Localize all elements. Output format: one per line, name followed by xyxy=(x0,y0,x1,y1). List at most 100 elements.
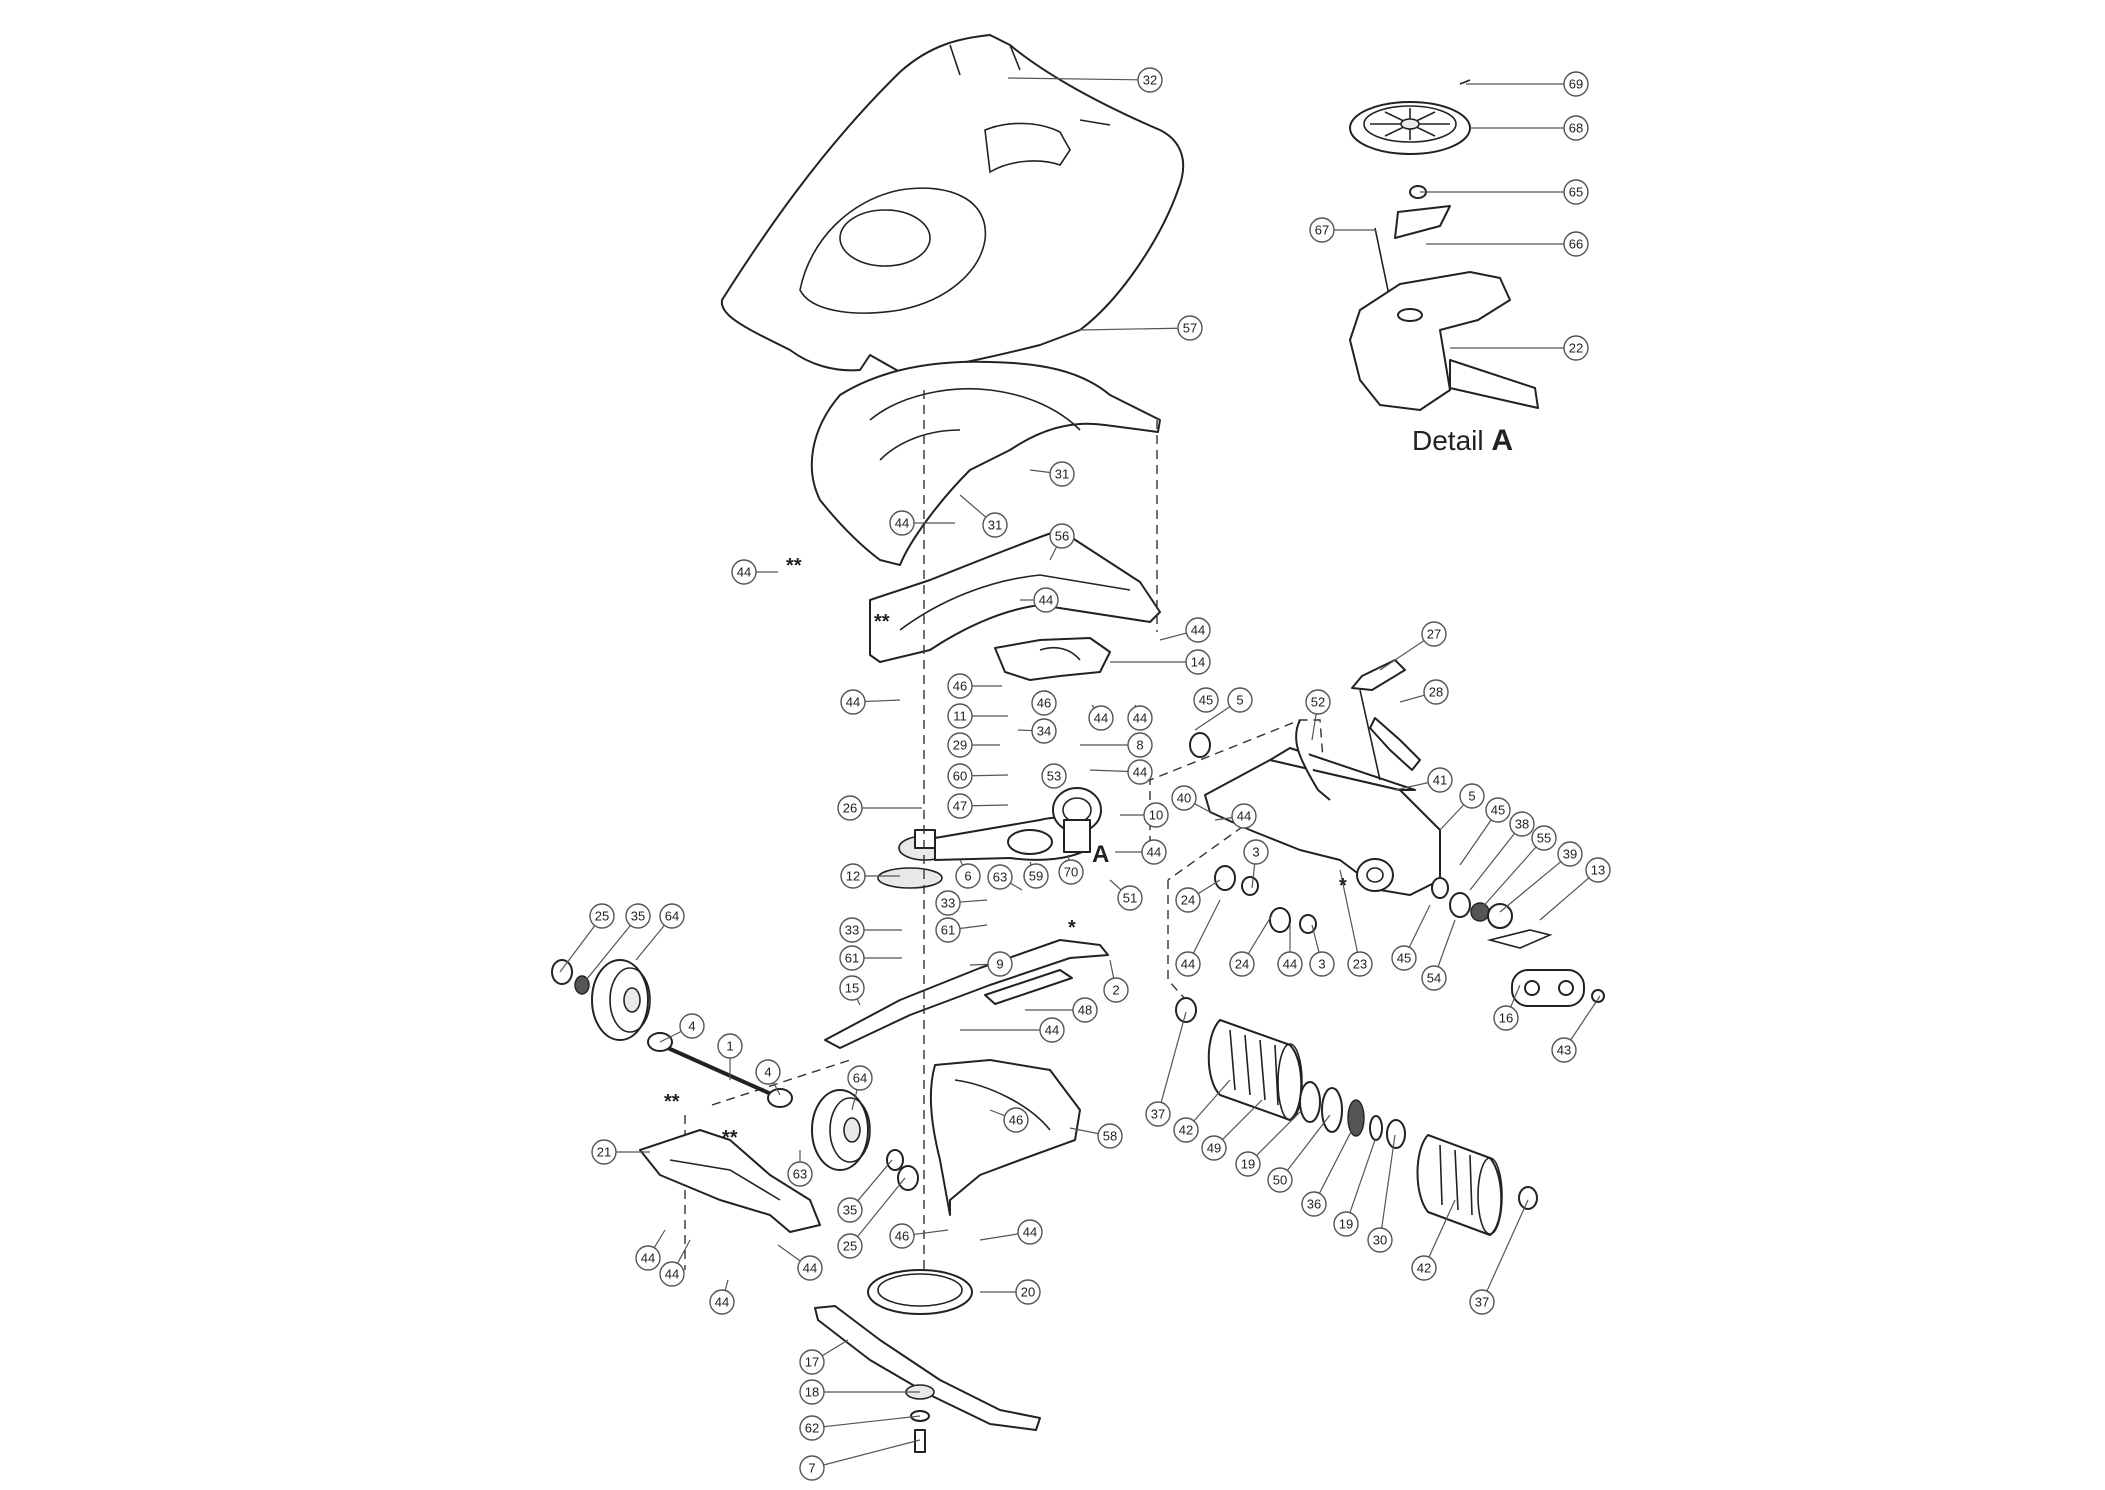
handle-link-part xyxy=(824,939,1109,1049)
callout-bubble xyxy=(1421,965,1447,991)
part-callout-40: 40 xyxy=(1171,785,1211,813)
callout-number: 47 xyxy=(953,799,967,814)
callout-leader-line xyxy=(821,1339,849,1357)
part-callout-20: 20 xyxy=(980,1279,1041,1305)
callout-number: 61 xyxy=(845,951,859,966)
callout-bubble xyxy=(837,1233,863,1259)
callout-bubble xyxy=(1175,887,1201,913)
callout-bubble xyxy=(1309,951,1335,977)
callout-leader-line xyxy=(913,1229,949,1236)
callout-bubble xyxy=(1243,839,1269,865)
callout-number: 24 xyxy=(1235,957,1249,972)
callout-bubble xyxy=(1267,1167,1293,1193)
callout-bubble xyxy=(1421,621,1447,647)
part-callout-67: 67 xyxy=(1309,217,1376,243)
callout-number: 44 xyxy=(1094,711,1108,726)
detail-label-letter: A xyxy=(1491,424,1514,457)
callout-bubble xyxy=(1003,1107,1029,1133)
callout-leader-line xyxy=(1339,869,1359,953)
part-callout-61: 61 xyxy=(935,917,988,943)
callout-leader-line xyxy=(1408,904,1431,948)
callout-leader-line xyxy=(969,963,989,966)
callout-bubble xyxy=(1023,863,1049,889)
part-callout-60: 60 xyxy=(947,763,1009,789)
callout-leader-line xyxy=(1439,804,1465,831)
callout-bubble xyxy=(1563,115,1589,141)
callout-number: 42 xyxy=(1417,1261,1431,1276)
callout-leader-line xyxy=(581,924,631,986)
callout-leader-line xyxy=(1570,995,1601,1041)
callout-leader-line xyxy=(1311,924,1320,953)
callout-bubble xyxy=(799,1349,825,1375)
callout-number: 57 xyxy=(1183,321,1197,336)
callout-bubble xyxy=(982,512,1008,538)
double-star-mark: ** xyxy=(722,1127,738,1149)
callout-number: 60 xyxy=(953,769,967,784)
part-callout-65: 65 xyxy=(1420,179,1589,205)
callout-leader-line xyxy=(773,1082,781,1096)
callout-number: 44 xyxy=(1133,711,1147,726)
callout-number: 50 xyxy=(1273,1173,1287,1188)
callout-number: 13 xyxy=(1591,863,1605,878)
callout-number: 49 xyxy=(1207,1141,1221,1156)
callout-number: 48 xyxy=(1078,1003,1092,1018)
callout-number: 16 xyxy=(1499,1011,1513,1026)
callout-leader-line xyxy=(1510,984,1521,1008)
callout-leader-line xyxy=(959,924,988,930)
callout-number: 10 xyxy=(1149,808,1163,823)
callout-bubble xyxy=(625,903,651,929)
callout-bubble xyxy=(1088,705,1114,731)
callout-bubble xyxy=(947,703,973,729)
callout-bubble xyxy=(1185,617,1211,643)
part-callout-6: 6 xyxy=(955,859,981,889)
part-callout-45: 45 xyxy=(1391,904,1431,971)
callout-number: 46 xyxy=(1009,1113,1023,1128)
part-callout-51: 51 xyxy=(1109,879,1143,911)
callout-bubble xyxy=(837,795,863,821)
part-callout-62: 62 xyxy=(799,1415,921,1441)
callout-bubble xyxy=(1423,679,1449,705)
callout-number: 65 xyxy=(1569,185,1583,200)
callout-leader-line xyxy=(1479,846,1537,911)
callout-bubble xyxy=(1469,1289,1495,1315)
callout-bubble xyxy=(1049,461,1075,487)
part-callout-42: 42 xyxy=(1173,1079,1231,1143)
callout-bubble xyxy=(1531,825,1557,851)
part-callout-3: 3 xyxy=(1309,924,1335,977)
callout-leader-line xyxy=(1399,694,1425,703)
part-callout-18: 18 xyxy=(799,1379,920,1405)
part-callout-29: 29 xyxy=(947,732,1000,758)
part-callout-56: 56 xyxy=(1049,523,1075,561)
callout-bubble xyxy=(1127,705,1153,731)
callout-bubble xyxy=(1227,687,1253,713)
part-callout-24: 24 xyxy=(1175,879,1221,913)
callout-leader-line xyxy=(1381,1134,1396,1229)
part-callout-23: 23 xyxy=(1339,869,1373,977)
callout-bubble xyxy=(1097,1123,1123,1149)
callout-bubble xyxy=(1229,951,1255,977)
callout-bubble xyxy=(591,1139,617,1165)
callout-number: 22 xyxy=(1569,341,1583,356)
callout-leader-line xyxy=(1197,879,1221,895)
part-callout-31: 31 xyxy=(959,494,1008,538)
part-callout-48: 48 xyxy=(1025,997,1098,1023)
callout-number: 70 xyxy=(1064,865,1078,880)
callout-leader-line xyxy=(1222,1099,1263,1140)
callout-number: 38 xyxy=(1515,817,1529,832)
callout-number: 40 xyxy=(1177,791,1191,806)
callout-bubble xyxy=(1305,689,1331,715)
callout-bubble xyxy=(1201,1135,1227,1161)
callout-leader-line xyxy=(856,998,861,1006)
part-callout-44: 44 xyxy=(659,1239,691,1287)
callout-number: 34 xyxy=(1037,724,1051,739)
callout-number: 44 xyxy=(641,1251,655,1266)
callout-bubble xyxy=(1171,785,1197,811)
callout-leader-line xyxy=(1194,803,1211,813)
callout-bubble xyxy=(1333,1211,1359,1237)
callout-bubble xyxy=(1485,797,1511,823)
callout-leader-line xyxy=(857,1159,893,1202)
callout-leader-line xyxy=(823,1415,921,1428)
callout-bubble xyxy=(1347,951,1373,977)
